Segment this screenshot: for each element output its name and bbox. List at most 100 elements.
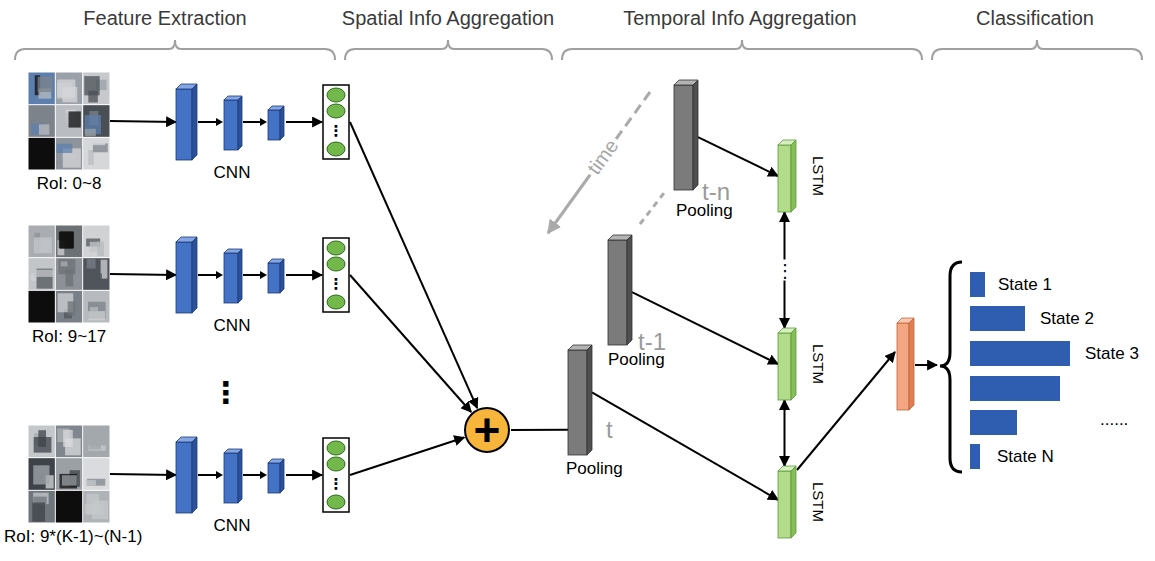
lstm-node-shape	[778, 466, 796, 538]
photo-tile	[83, 426, 109, 458]
feature-vector-box	[323, 438, 349, 512]
photo-detail	[62, 475, 77, 485]
photo-detail	[87, 138, 105, 145]
connector	[286, 474, 322, 476]
connector	[784, 400, 786, 466]
photo-detail	[62, 87, 77, 102]
cnn-layer-side	[238, 96, 242, 150]
layer-arrow	[243, 474, 262, 476]
section-bracket	[345, 40, 552, 60]
feature-vector-box	[323, 85, 349, 159]
lstm-cell-side	[791, 466, 796, 538]
photo-detail	[32, 503, 45, 522]
layer-arrow	[198, 274, 218, 276]
photo-detail	[59, 232, 74, 248]
time-continuation	[640, 193, 664, 224]
layer-arrowhead	[260, 471, 267, 479]
feature-vector-box	[323, 238, 349, 312]
photo-detail	[69, 111, 81, 127]
section-header: Temporal Info Aggregation	[623, 7, 857, 30]
cnn-layer-front	[268, 110, 280, 140]
photo-tile	[83, 258, 109, 290]
photo-tile	[29, 291, 55, 323]
lstm-cell-front	[778, 145, 791, 212]
roi-label: RoI: 9~17	[14, 327, 124, 347]
section-bracket	[15, 40, 335, 60]
roi-image-shape	[28, 425, 110, 523]
connector	[592, 392, 778, 500]
arrow	[915, 364, 937, 366]
cnn-layer-side	[280, 259, 284, 293]
feature-vector: ⋮	[322, 237, 350, 313]
cnn-layer-front	[176, 89, 192, 160]
photo-detail	[61, 261, 68, 266]
pooling-layer-front	[608, 240, 627, 345]
pooling-node: tPooling	[564, 345, 644, 485]
feature-cell	[327, 104, 345, 118]
state-label: State 3	[1085, 344, 1139, 364]
cnn-block-shape	[176, 437, 286, 513]
photo-tile	[56, 258, 82, 290]
pooling-node: t-nPooling	[670, 80, 750, 221]
photo-detail	[65, 270, 73, 287]
cnn-label: CNN	[202, 516, 262, 536]
roi-image-shape	[28, 225, 110, 323]
cnn-block: CNN	[176, 84, 288, 184]
layer-arrow	[243, 121, 262, 123]
cnn-layer-side	[280, 459, 284, 493]
section-header: Spatial Info Aggregation	[342, 7, 554, 30]
pooling-label: Pooling	[676, 201, 733, 221]
fc-layer-front	[897, 323, 909, 410]
cnn-layer-front	[224, 253, 238, 303]
layer-arrowhead	[260, 118, 267, 126]
roi-image: RoI: 0~8	[14, 72, 124, 196]
state-label: State 2	[1040, 309, 1094, 329]
cnn-layer-front	[224, 453, 238, 503]
cnn-layer-side	[238, 449, 242, 503]
lstm-label: LSTM	[810, 344, 827, 384]
roi-label: RoI: 9*(K-1)~(N-1)	[4, 527, 214, 547]
photo-tile	[56, 73, 82, 105]
photo-tile	[83, 291, 109, 323]
pooling-layer-side	[693, 80, 698, 190]
sum-node: +	[464, 407, 510, 453]
photo-tile	[56, 291, 82, 323]
plus-sign: +	[464, 407, 510, 453]
section-bracket	[562, 40, 922, 60]
cnn-layer-front	[176, 442, 192, 513]
roi-label: RoI: 0~8	[14, 174, 124, 194]
probability-bar	[970, 272, 985, 297]
probability-bar	[970, 376, 1060, 401]
lstm-cell-side	[791, 328, 796, 400]
cnn-layer-side	[192, 437, 197, 513]
photo-tile	[29, 226, 55, 258]
photo-tile	[83, 458, 109, 490]
layer-arrowhead	[216, 118, 223, 126]
row-ellipsis: ⋮	[211, 375, 241, 410]
photo-tile	[29, 73, 55, 105]
layer-arrow	[198, 121, 218, 123]
photo-tile	[83, 138, 109, 170]
cnn-block: CNN	[176, 437, 288, 537]
cnn-block: CNN	[176, 237, 288, 337]
state-label: State 1	[998, 275, 1052, 295]
time-label: time	[581, 133, 625, 182]
feature-cell	[327, 142, 345, 156]
cnn-layer-front	[176, 242, 192, 313]
cnn-block-shape	[176, 84, 286, 160]
layer-arrowhead	[216, 471, 223, 479]
connector	[350, 275, 471, 412]
photo-detail	[56, 144, 72, 153]
feature-vector: ⋮	[322, 437, 350, 513]
ellipsis: ⋮	[322, 474, 350, 494]
cnn-block-shape	[176, 237, 286, 313]
photo-tile	[56, 138, 82, 170]
section-header: Feature Extraction	[83, 7, 246, 30]
pooling-node-shape	[568, 345, 592, 455]
photo-detail	[86, 461, 101, 478]
ellipsis: ⋮	[322, 274, 350, 294]
photo-tile	[83, 105, 109, 137]
connector	[110, 121, 176, 122]
pooling-node: t-1Pooling	[604, 235, 684, 375]
lstm-cell-side	[791, 140, 796, 212]
